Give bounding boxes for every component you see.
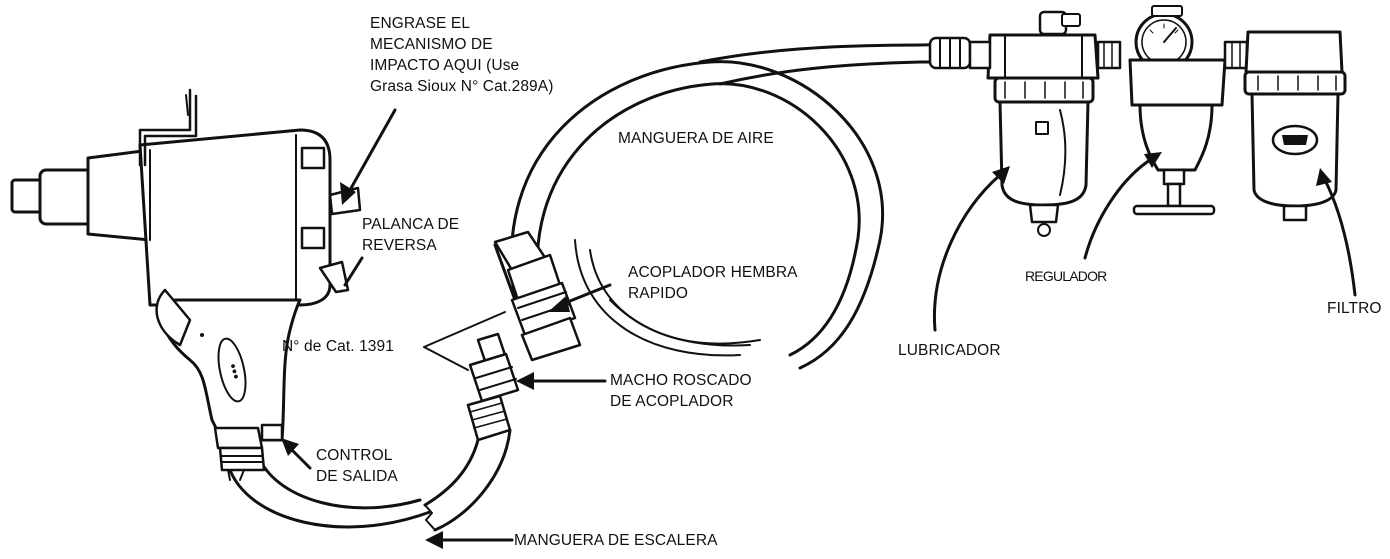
grease-label-line-3: IMPACTO AQUI (Use (370, 57, 520, 74)
output-control-label-line-1: CONTROL (316, 447, 393, 464)
regulator-label-text: REGULADOR (1025, 268, 1107, 284)
svg-text:●●●: ●●● (228, 362, 242, 380)
regulator (1128, 5, 1249, 216)
lubricator (968, 10, 1122, 237)
filter-label-text: FILTRO (1327, 300, 1382, 317)
reverse-lever-label-line-2: REVERSA (362, 237, 437, 254)
quick-coupler-label-line-1: ACOPLADOR HEMBRA (628, 264, 798, 281)
threaded-plug (466, 332, 520, 442)
ladder-hose-label-text: MANGUERA DE ESCALERA (514, 532, 718, 549)
grease-label: ENGRASE EL MECANISMO DE IMPACTO AQUI (Us… (370, 13, 553, 97)
quick-coupler-label-line-2: RAPIDO (628, 285, 689, 302)
filter-label: FILTRO (1327, 298, 1382, 319)
grease-label-line-1: ENGRASE EL (370, 15, 471, 32)
lubricator-label: LUBRICADOR (898, 340, 1001, 361)
impact-wrench: ●●● (10, 88, 362, 481)
reverse-lever-label-line-1: PALANCA DE (362, 216, 460, 233)
threaded-plug-label-line-2: DE ACOPLADOR (610, 393, 734, 410)
lubricator-label-text: LUBRICADOR (898, 342, 1001, 359)
cat-number-label: N° de Cat. 1391 (282, 336, 394, 357)
ladder-hose (228, 428, 512, 532)
air-hose-label: MANGUERA DE AIRE (618, 128, 774, 149)
quick-coupler (493, 230, 582, 362)
output-control-label: CONTROL DE SALIDA (316, 445, 398, 487)
reverse-lever-label: PALANCA DE REVERSA (362, 214, 459, 256)
output-control-label-line-2: DE SALIDA (316, 468, 398, 485)
threaded-plug-label-line-1: MACHO ROSCADO (610, 372, 752, 389)
quick-coupler-label: ACOPLADOR HEMBRA RAPIDO (628, 262, 798, 304)
grease-label-line-4: Grasa Sioux N° Cat.289A) (370, 78, 554, 95)
ladder-hose-label: MANGUERA DE ESCALERA (514, 530, 718, 551)
grease-label-line-2: MECANISMO DE (370, 36, 493, 53)
air-hose-coil (509, 36, 977, 370)
regulator-label: REGULADOR (1025, 266, 1107, 287)
filter (1243, 30, 1347, 222)
air-hose-label-text: MANGUERA DE AIRE (618, 130, 774, 147)
cat-number-label-text: N° de Cat. 1391 (282, 338, 394, 355)
callout-lines (281, 108, 1357, 549)
threaded-plug-label: MACHO ROSCADO DE ACOPLADOR (610, 370, 752, 412)
